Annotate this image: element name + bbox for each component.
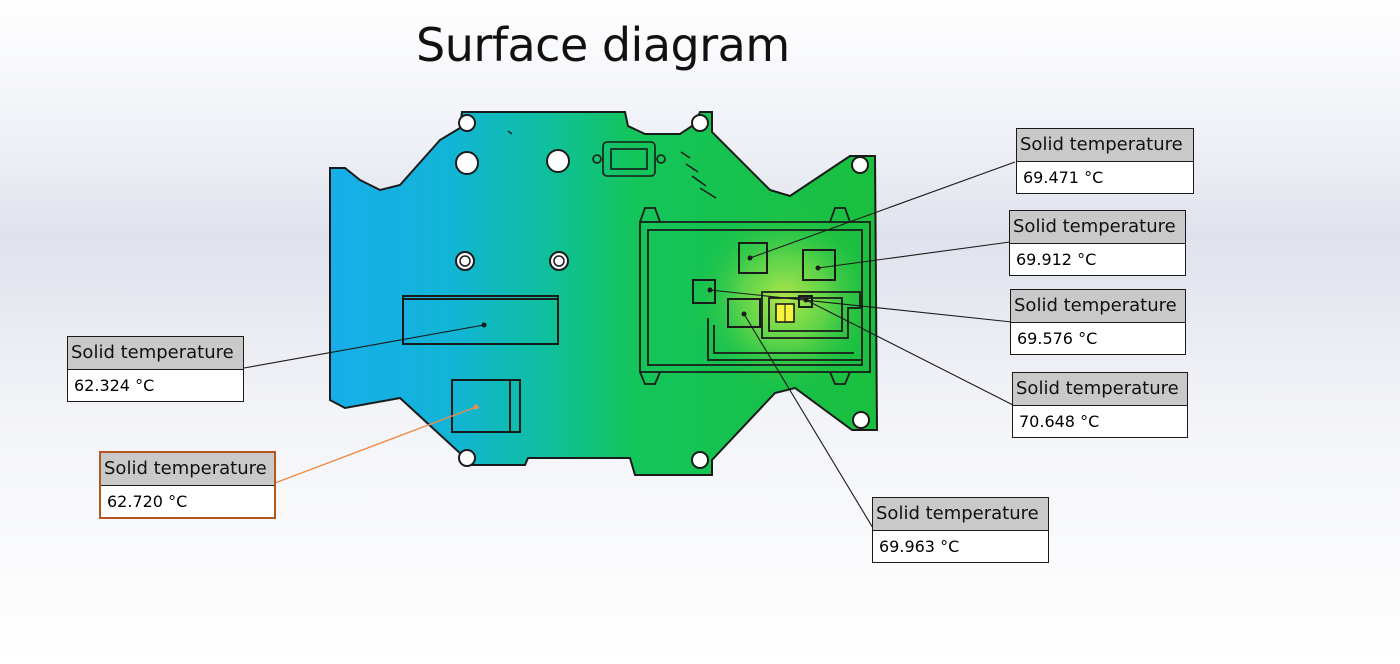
component-block[interactable] xyxy=(451,379,521,433)
mounting-hole xyxy=(458,449,476,467)
connector-outline xyxy=(592,141,666,177)
callout-label: Solid temperature xyxy=(1011,290,1185,323)
callout-c2-selected[interactable]: Solid temperature 62.720 °C xyxy=(99,451,276,519)
chip-components xyxy=(692,242,836,328)
callout-c3[interactable]: Solid temperature 69.471 °C xyxy=(1016,128,1194,194)
callout-value: 69.912 °C xyxy=(1016,250,1097,269)
callout-c5[interactable]: Solid temperature 69.576 °C xyxy=(1010,289,1186,355)
mounting-hole xyxy=(691,451,709,469)
callout-c7[interactable]: Solid temperature 69.963 °C xyxy=(872,497,1049,563)
leader-line-selected xyxy=(274,406,477,484)
chip[interactable] xyxy=(798,295,813,308)
mounting-hole xyxy=(691,114,709,132)
callout-value: 62.720 °C xyxy=(107,492,188,511)
mounting-hole xyxy=(851,156,869,174)
probe-point[interactable] xyxy=(741,311,747,317)
leader-lines xyxy=(243,161,1016,529)
callout-label: Solid temperature xyxy=(68,337,243,370)
component-block[interactable] xyxy=(402,295,559,345)
chip[interactable] xyxy=(738,242,768,274)
chip[interactable] xyxy=(727,298,761,328)
callout-label: Solid temperature xyxy=(1010,211,1185,244)
mounting-hole xyxy=(458,114,476,132)
callout-label: Solid temperature xyxy=(1017,129,1193,162)
mounting-hole xyxy=(455,151,479,175)
callout-value: 69.471 °C xyxy=(1023,168,1104,187)
callout-value: 69.963 °C xyxy=(879,537,960,556)
probe-point[interactable] xyxy=(481,322,487,328)
callout-label: Solid temperature xyxy=(101,453,274,486)
probe-points xyxy=(481,255,821,328)
mounting-hole xyxy=(852,411,870,429)
probe-point[interactable] xyxy=(803,297,809,303)
probe-point-selected[interactable] xyxy=(473,404,479,410)
leader-line xyxy=(817,241,1011,269)
shield-frame xyxy=(639,207,871,385)
chip[interactable] xyxy=(692,279,716,304)
probe-point[interactable] xyxy=(815,265,821,271)
callout-value: 62.324 °C xyxy=(74,376,155,395)
callout-value: 69.576 °C xyxy=(1017,329,1098,348)
callout-c4[interactable]: Solid temperature 69.912 °C xyxy=(1009,210,1186,276)
mounting-hole xyxy=(455,251,475,271)
callout-label: Solid temperature xyxy=(873,498,1048,531)
leader-line xyxy=(805,299,1014,406)
callout-label: Solid temperature xyxy=(1013,373,1187,406)
callout-c6[interactable]: Solid temperature 70.648 °C xyxy=(1012,372,1188,438)
callout-value: 70.648 °C xyxy=(1019,412,1100,431)
diagram-title: Surface diagram xyxy=(416,18,790,72)
mounting-holes xyxy=(455,114,870,469)
leader-line xyxy=(709,289,1013,323)
probe-point[interactable] xyxy=(707,287,713,293)
chip[interactable] xyxy=(802,249,836,281)
mounting-hole xyxy=(546,149,570,173)
leader-line xyxy=(243,324,485,369)
leader-line xyxy=(743,313,874,529)
left-components xyxy=(402,295,559,433)
mounting-hole xyxy=(549,251,569,271)
leader-line xyxy=(749,161,1016,259)
probe-point[interactable] xyxy=(747,255,753,261)
silkscreen-marks xyxy=(507,130,717,199)
hotspot-region xyxy=(630,205,877,400)
callout-c1[interactable]: Solid temperature 62.324 °C xyxy=(67,336,244,402)
